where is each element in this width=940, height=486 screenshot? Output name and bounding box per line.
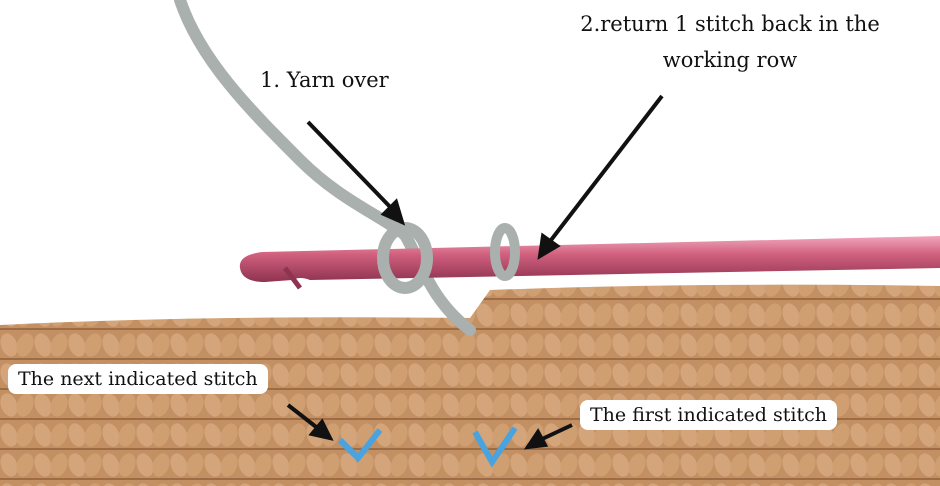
first-stitch-marker — [472, 426, 518, 468]
arrows — [286, 94, 664, 450]
next-stitch-label: The next indicated stitch — [8, 364, 268, 394]
step2-line1: 2.return 1 stitch back in the — [580, 12, 880, 36]
next-stitch-marker — [337, 428, 383, 463]
step2-line2: working row — [662, 48, 798, 72]
crochet-fabric — [0, 284, 940, 486]
step1-caption: 1. Yarn over — [260, 68, 389, 92]
step2-caption: 2.return 1 stitch back in the working ro… — [555, 6, 905, 78]
first-stitch-label: The first indicated stitch — [580, 400, 837, 430]
crochet-hook — [239, 236, 940, 282]
working-loop — [490, 223, 520, 281]
yarn-over-loop — [377, 222, 433, 294]
